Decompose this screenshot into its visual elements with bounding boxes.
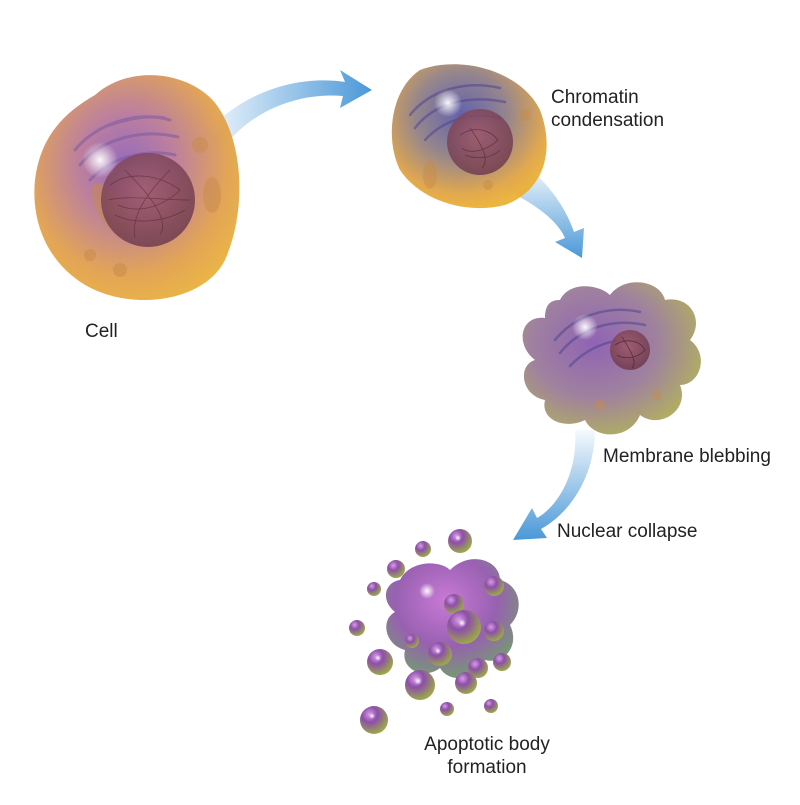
arrow-membrane-to-nuclear (513, 430, 595, 540)
label-membrane-blebbing: Membrane blebbing (603, 446, 771, 467)
label-chromatin-line1: Chromatin (551, 87, 639, 108)
label-chromatin-condensation: Chromatin condensation (551, 86, 664, 132)
bubble-glints (369, 535, 466, 719)
arrow-cell-to-chromatin (200, 70, 372, 150)
label-nuclear-collapse: Nuclear collapse (557, 521, 698, 542)
blebbing-cell-illustration (522, 282, 701, 435)
nucleus-condensed (447, 109, 513, 175)
nucleus-large (101, 153, 195, 247)
label-apoptotic-line2: formation (447, 757, 527, 778)
label-chromatin-line2: condensation (551, 110, 665, 131)
apoptotic-body-bubbles (349, 529, 511, 734)
cell-illustration (34, 75, 240, 300)
label-apoptotic-line1: Apoptotic body (424, 734, 550, 755)
apoptotic-bodies-illustration (349, 529, 519, 734)
label-apoptotic-body-formation: Apoptotic body formation (407, 733, 567, 779)
chromatin-cell-illustration (391, 64, 547, 209)
label-cell: Cell (85, 321, 118, 342)
